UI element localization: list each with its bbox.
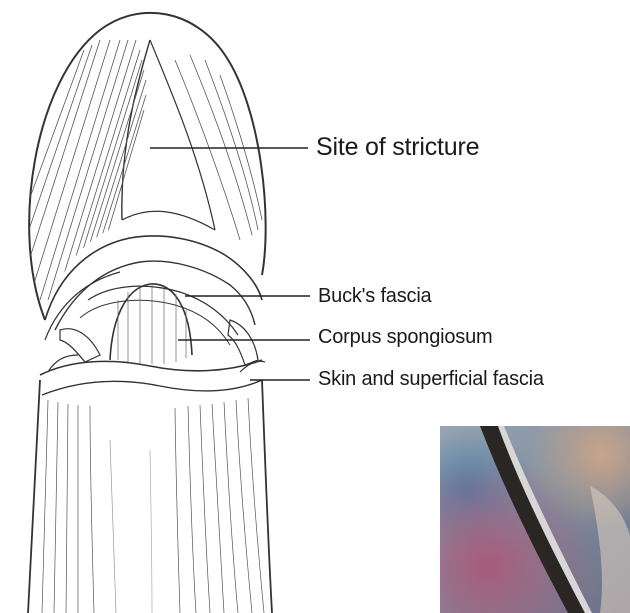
incision-layers (40, 236, 265, 395)
label-bucks-fascia: Buck's fascia (318, 285, 431, 308)
surgical-photo (440, 426, 630, 613)
glans-drawing (29, 13, 265, 320)
label-corpus-spongiosum: Corpus spongiosum (318, 326, 492, 349)
glans-hatching (20, 40, 262, 300)
label-site-of-stricture: Site of stricture (316, 133, 479, 162)
shaft-hatching (42, 398, 264, 613)
surgical-photo-inset (440, 426, 630, 613)
leader-lines (150, 148, 310, 380)
shaft-drawing (28, 380, 272, 613)
label-skin-and-superficial-fascia: Skin and superficial fascia (318, 368, 544, 391)
